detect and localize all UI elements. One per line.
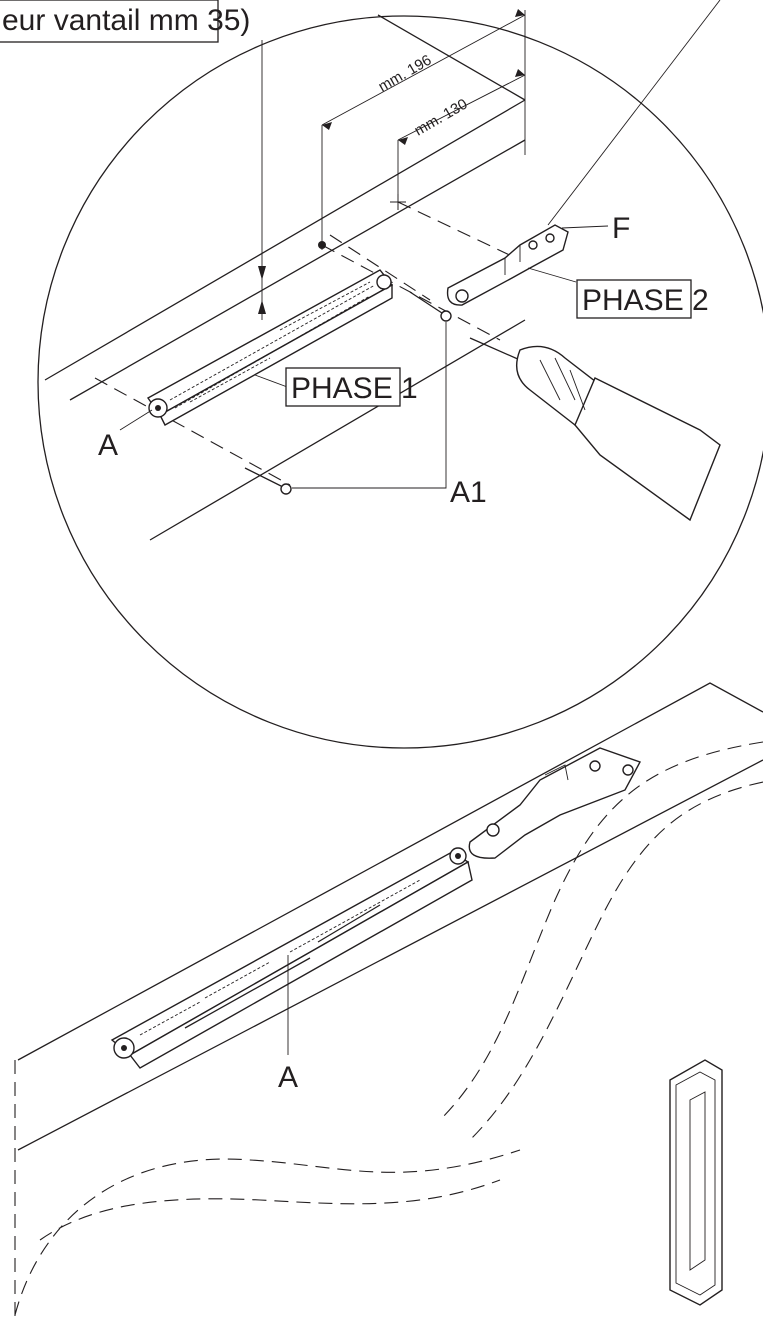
detail-view [37,0,763,749]
handle-recess [669,1059,723,1306]
leader-phase1 [254,374,291,389]
note-text: eur vantail mm 35) [2,4,250,37]
label-a-assembled: A [278,1061,298,1094]
leader-a-detail [119,409,153,431]
phase1-box [285,367,401,407]
detail-circle [37,15,763,749]
phase2-box [576,279,692,319]
door-edge-lines [44,14,526,541]
screw-a1-lower [244,467,292,495]
phase2-label: PHASE 2 [582,284,709,317]
dimension-lines [261,10,526,320]
soft-close-body-detail [146,269,394,426]
bracket-f-detail [446,224,569,306]
leader-top-right [547,0,721,226]
phase1-label: PHASE 1 [291,372,418,405]
dim-130-label: mm. 130 [412,96,471,140]
note-box [0,0,219,43]
leader-phase2 [527,267,577,283]
door-panel-edges [17,682,763,1151]
dim-196-label: mm. 196 [376,52,435,96]
leader-a1 [292,322,447,489]
screwdriver [469,337,721,522]
bracket-f-assembled [468,747,642,859]
screw-a1-upper [409,291,452,322]
label-a-detail: A [98,429,118,462]
label-a1: A1 [450,476,487,509]
label-f: F [612,212,630,245]
assembled-view [14,682,763,1318]
soft-close-body-assembled [110,847,473,1069]
hidden-edge-curves [14,741,763,1318]
leader-f [561,225,609,229]
